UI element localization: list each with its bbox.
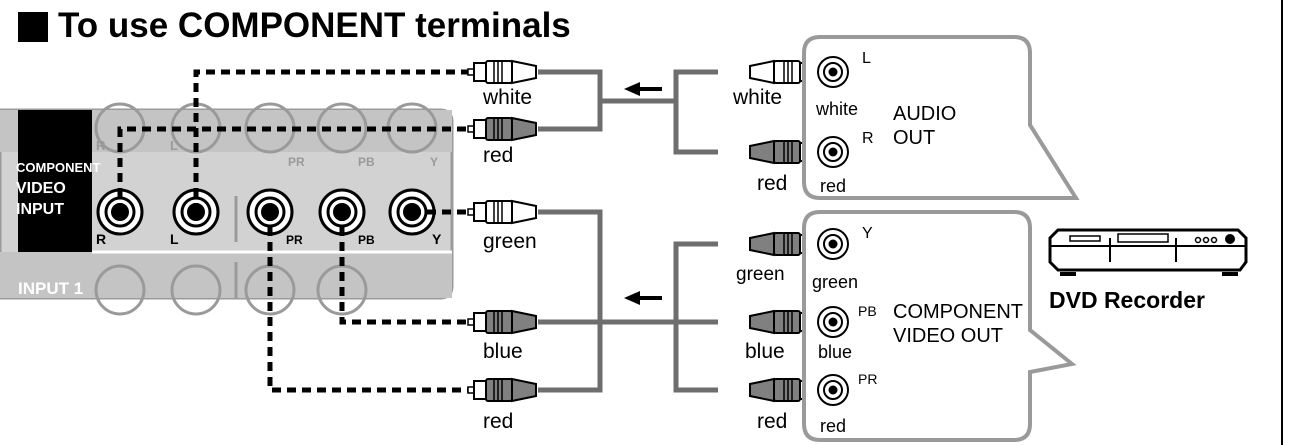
cable-label-left-white: white	[482, 86, 532, 109]
tv-jack-label-l: L	[170, 231, 179, 247]
video-out-title-2: VIDEO OUT	[893, 325, 1003, 347]
dashed-routes	[117, 69, 474, 393]
cable-label-left-blue: blue	[483, 340, 523, 363]
signal-arrow-video	[624, 291, 662, 305]
audio-out-tag-l: L	[862, 50, 871, 67]
ghost-label-l: L	[170, 138, 178, 153]
audio-out-title-1: AUDIO	[893, 103, 956, 125]
audio-out-title-2: OUT	[893, 127, 935, 149]
component-group-label-2: VIDEO	[16, 180, 66, 197]
video-out-color-blue: blue	[818, 342, 852, 362]
plug-left-white	[467, 60, 537, 84]
route-white	[193, 69, 474, 212]
cable-label-right-white: white	[732, 86, 782, 109]
video-out-tag-pb: PB	[858, 303, 877, 319]
video-out-tag-y: Y	[862, 225, 873, 242]
ghost-label-pr: PR	[288, 155, 305, 169]
tv-back-panel: COMPONENT VIDEO INPUT INPUT 1 R L PR PB …	[0, 102, 454, 316]
route-blue	[339, 212, 474, 325]
title-bullet	[18, 12, 48, 42]
cable-video-left-join	[538, 209, 603, 393]
cable-label-right-blue: blue	[745, 340, 785, 363]
audio-out-color-white: white	[815, 99, 858, 119]
cable-label-right-red-audio: red	[757, 172, 787, 195]
tv-jack-label-pb: PB	[358, 233, 375, 247]
tv-jack-label-pr: PR	[286, 233, 303, 247]
video-out-jack-pb[interactable]	[817, 306, 849, 338]
dvd-recorder-label: DVD Recorder	[1049, 287, 1205, 313]
plug-left-red-video	[467, 378, 537, 402]
cable-label-right-red-video: red	[757, 410, 787, 433]
video-out-jack-pr[interactable]	[817, 374, 849, 406]
component-group-label-3: INPUT	[16, 201, 64, 218]
dvd-recorder-icon	[1048, 228, 1248, 276]
panel-bottom-strip	[0, 252, 452, 298]
video-out-jack-y[interactable]	[817, 228, 849, 260]
audio-out-color-red: red	[820, 176, 846, 196]
ghost-label-y: Y	[430, 155, 438, 169]
tv-jack-label-r: R	[96, 231, 106, 247]
ghost-label-pb: PB	[358, 155, 375, 169]
solid-cables	[538, 69, 718, 393]
tv-jack-label-y: Y	[432, 231, 442, 247]
audio-out-tag-r: R	[862, 130, 874, 147]
component-group-label-1: COMPONENT	[16, 160, 101, 175]
audio-out-jack-l[interactable]	[817, 56, 849, 88]
signal-arrow-audio	[624, 82, 662, 96]
cable-label-right-green: green	[736, 264, 785, 285]
plug-left-blue	[467, 310, 537, 334]
plug-left-green	[467, 200, 537, 224]
ghost-label-r: R	[96, 138, 106, 153]
cable-label-left-red-video: red	[483, 410, 513, 433]
cable-audio-right-join	[673, 69, 718, 155]
input-1-label: INPUT 1	[18, 279, 83, 298]
video-out-color-red: red	[820, 416, 846, 436]
component-label-box	[18, 110, 92, 252]
cable-video-right-join	[673, 241, 718, 393]
page-title: To use COMPONENT terminals	[58, 6, 571, 45]
video-out-title-1: COMPONENT	[893, 301, 1023, 323]
video-out-callout: Y PB PR green blue red COMPONENT VIDEO O…	[802, 210, 1077, 442]
video-out-color-green: green	[812, 272, 858, 292]
video-out-tag-pr: PR	[858, 371, 877, 387]
cable-audio-left-join	[538, 69, 603, 132]
page-rule	[1281, 0, 1283, 445]
audio-out-callout: L R white red AUDIO OUT	[802, 35, 1080, 200]
audio-out-jack-r[interactable]	[817, 136, 849, 168]
cable-label-left-red-audio: red	[483, 144, 513, 167]
cable-label-left-green: green	[483, 230, 537, 253]
plug-left-red-audio	[467, 117, 537, 141]
route-red-audio	[117, 126, 474, 212]
